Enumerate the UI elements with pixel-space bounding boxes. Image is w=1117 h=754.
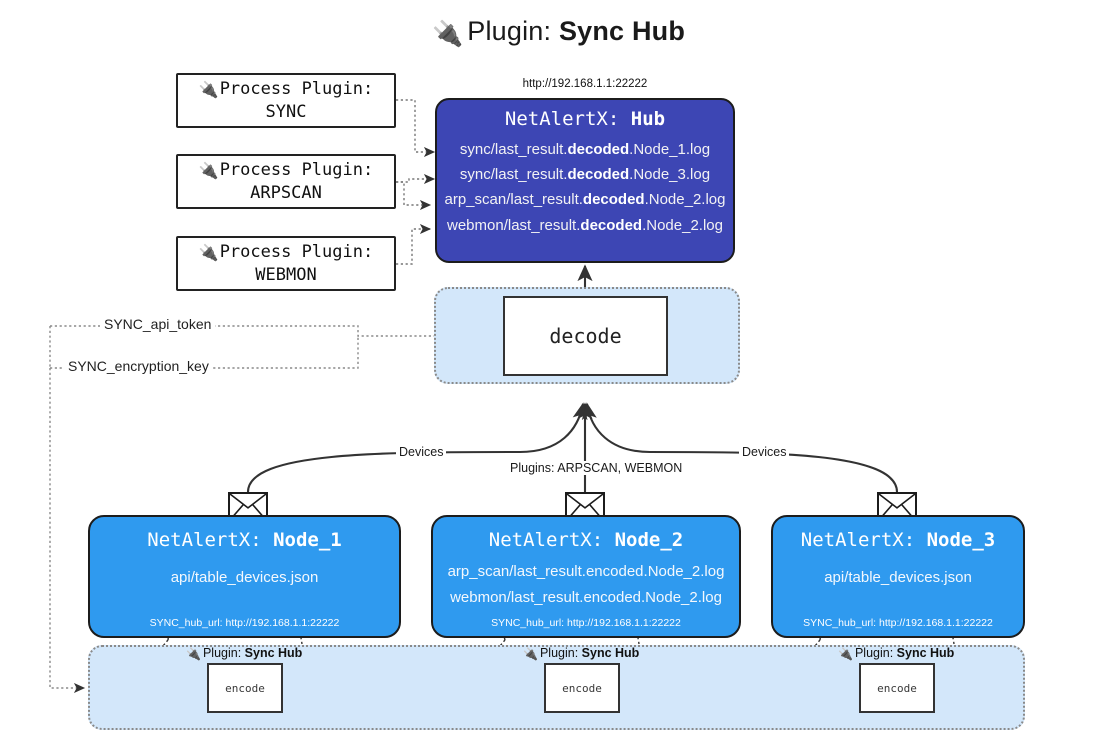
node-line: api/table_devices.json [824,569,972,586]
process-plugin-label: Process Plugin: [219,159,374,180]
node-line: arp_scan/last_result.encoded.Node_2.log [447,563,725,580]
node-lines: api/table_devices.json [773,565,1023,591]
process-plugin-name: SYNC [265,101,307,122]
plug-icon: 🔌 [198,160,219,180]
hub-log-line: webmon/last_result.decoded.Node_2.log [447,216,723,234]
plug-icon: 🔌 [838,647,853,661]
page-title-name: Sync Hub [558,16,686,46]
param-label-sync-api-token: SYNC_api_token [100,316,216,332]
encode-label: encode [225,681,265,695]
node-box-node-1[interactable]: NetAlertX: Node_1 api/table_devices.json… [88,515,401,638]
decode-box[interactable]: decode [503,296,668,376]
process-plugin-name: WEBMON [255,264,317,285]
plug-icon: 🔌 [431,20,464,48]
node-title: NetAlertX: Node_3 [800,529,996,551]
process-plugin-label: Process Plugin: [219,78,374,99]
node-line: webmon/last_result.encoded.Node_2.log [450,589,722,607]
encode-box-node-1[interactable]: encode [207,663,283,713]
hub-log-line: arp_scan/last_result.decoded.Node_2.log [444,191,726,209]
node-box-node-2[interactable]: NetAlertX: Node_2 arp_scan/last_result.e… [431,515,741,638]
decode-label: decode [549,324,622,348]
encode-box-node-3[interactable]: encode [859,663,935,713]
page-title-prefix: Plugin: [467,16,552,46]
edge-label-plugins: Plugins: ARPSCAN, WEBMON [507,461,686,475]
node-box-node-3[interactable]: NetAlertX: Node_3 api/table_devices.json… [771,515,1025,638]
node-title: NetAlertX: Node_1 [147,529,342,551]
node-footer: SYNC_hub_url: http://192.168.1.1:22222 [803,617,993,629]
node-lines: api/table_devices.json [90,565,399,591]
hub-title: NetAlertX: Hub [437,108,733,130]
process-plugin-label: Process Plugin: [219,241,374,262]
plug-icon: 🔌 [523,647,538,661]
node-title: NetAlertX: Node_2 [488,529,684,551]
node-lines: arp_scan/last_result.encoded.Node_2.log … [433,559,739,612]
process-plugin-box-arpscan[interactable]: 🔌Process Plugin: ARPSCAN [176,154,396,209]
hub-title-prefix: NetAlertX: [504,108,620,130]
encode-box-node-2[interactable]: encode [544,663,620,713]
encode-label: encode [562,681,602,695]
plug-icon: 🔌 [198,79,219,99]
node-footer: SYNC_hub_url: http://192.168.1.1:22222 [149,617,340,629]
node-footer: SYNC_hub_url: http://192.168.1.1:22222 [491,617,681,629]
hub-url-label: http://192.168.1.1:22222 [522,78,648,90]
plug-icon: 🔌 [198,242,219,262]
edge-label-devices-right: Devices [739,445,790,459]
page-title: 🔌Plugin: Sync Hub [0,16,1117,49]
encode-label: encode [877,681,917,695]
process-plugin-box-webmon[interactable]: 🔌Process Plugin: WEBMON [176,236,396,291]
hub-log-line: sync/last_result.decoded.Node_3.log [459,166,711,184]
process-plugin-box-sync[interactable]: 🔌Process Plugin: SYNC [176,73,396,128]
param-label-sync-encryption-key: SYNC_encryption_key [64,358,213,374]
hub-box[interactable]: NetAlertX: Hub sync/last_result.decoded.… [435,98,735,263]
plugin-tag-node-2: 🔌Plugin: Sync Hub [523,646,640,661]
hub-log-line: sync/last_result.decoded.Node_1.log [459,141,711,158]
plugin-tag-node-1: 🔌Plugin: Sync Hub [186,646,303,661]
plugin-tag-node-3: 🔌Plugin: Sync Hub [838,646,955,661]
hub-title-name: Hub [630,108,666,130]
node-line: api/table_devices.json [170,569,319,586]
process-plugin-name: ARPSCAN [250,182,322,203]
plug-icon: 🔌 [186,647,201,661]
edge-label-devices-left: Devices [396,445,447,459]
